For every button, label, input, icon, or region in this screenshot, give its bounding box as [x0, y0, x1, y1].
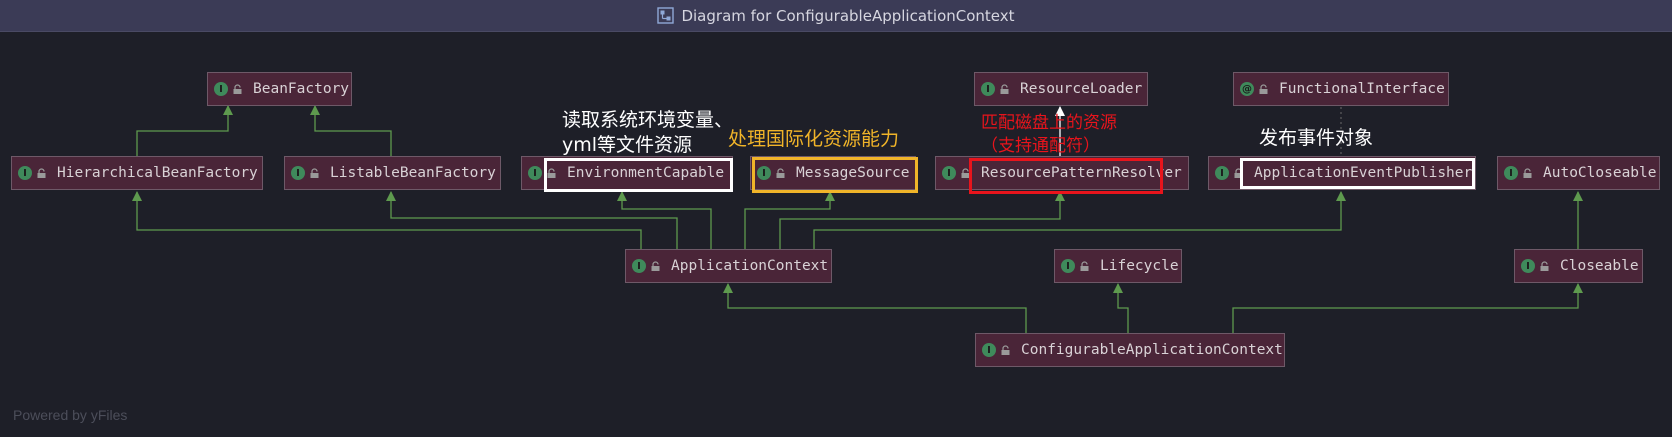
interface-badge-icon: I — [528, 166, 542, 180]
node-label: Lifecycle — [1100, 258, 1179, 274]
annotation-message-source: 处理国际化资源能力 — [728, 128, 900, 150]
interface-badge-icon: I — [18, 166, 32, 180]
edge-appcontext-to-eventpublisher — [813, 191, 1346, 250]
node-label: ListableBeanFactory — [330, 165, 496, 181]
window-title: Diagram for ConfigurableApplicationConte… — [681, 6, 1015, 25]
annotation-environment-line2: yml等文件资源 — [562, 134, 693, 156]
highlight-resource-pattern-resolver — [969, 158, 1163, 194]
node-label: EnvironmentCapable — [567, 165, 725, 181]
lock-icon — [1080, 260, 1089, 271]
edge-appcontext-to-environment — [617, 191, 712, 250]
edge-configurable-to-closeable — [1232, 283, 1583, 334]
highlight-message-source — [752, 157, 918, 193]
node-label: FunctionalInterface — [1279, 81, 1445, 97]
lock-icon — [547, 167, 556, 178]
highlight-environment-capable — [544, 158, 733, 192]
annotation-resource-line2: （支持通配符） — [981, 136, 1100, 156]
node-application-event-publisher[interactable]: I ApplicationEventPublisher — [1208, 156, 1476, 190]
annotation-event-publisher: 发布事件对象 — [1259, 127, 1374, 149]
edge-configurable-to-lifecycle — [1113, 283, 1129, 334]
diagram-icon — [657, 7, 675, 24]
edge-appcontext-to-listable — [386, 191, 678, 250]
node-environment-capable[interactable]: I EnvironmentCapable — [521, 156, 733, 190]
lock-icon — [961, 167, 970, 178]
node-configurable-application-context[interactable]: I ConfigurableApplicationContext — [975, 333, 1285, 367]
node-auto-closeable[interactable]: I AutoCloseable — [1497, 156, 1660, 190]
node-closeable[interactable]: I Closeable — [1514, 249, 1643, 283]
node-listable-bean-factory[interactable]: I ListableBeanFactory — [284, 156, 501, 190]
node-lifecycle[interactable]: I Lifecycle — [1054, 249, 1182, 283]
node-hierarchical-bean-factory[interactable]: I HierarchicalBeanFactory — [11, 156, 263, 190]
interface-badge-icon: I — [982, 343, 996, 357]
node-label: ResourcePatternResolver — [981, 165, 1182, 181]
node-bean-factory[interactable]: I BeanFactory — [207, 72, 352, 106]
interface-badge-icon: I — [214, 82, 228, 96]
node-resource-pattern-resolver[interactable]: I ResourcePatternResolver — [935, 156, 1189, 190]
node-message-source[interactable]: I MessageSource — [750, 156, 916, 190]
lock-icon — [651, 260, 660, 271]
interface-badge-icon: I — [1521, 259, 1535, 273]
node-label: ResourceLoader — [1020, 81, 1143, 97]
annotation-resource: 匹配磁盘上的资源 （支持通配符） — [981, 112, 1117, 158]
lock-icon — [37, 167, 46, 178]
node-label: BeanFactory — [253, 81, 350, 97]
lock-icon — [1001, 344, 1010, 355]
lock-icon — [1540, 260, 1549, 271]
interface-badge-icon: I — [291, 166, 305, 180]
node-label: ConfigurableApplicationContext — [1021, 342, 1283, 358]
window-title-bar: Diagram for ConfigurableApplicationConte… — [0, 0, 1672, 32]
edge-appcontext-to-messagesource — [744, 191, 835, 250]
interface-badge-icon: I — [981, 82, 995, 96]
edge-configurable-to-appcontext — [723, 283, 1027, 334]
node-label: AutoCloseable — [1543, 165, 1657, 181]
watermark: Powered by yFiles — [13, 407, 128, 423]
annotation-environment-line1: 读取系统环境变量、 — [562, 109, 734, 131]
interface-badge-icon: I — [757, 166, 771, 180]
node-label: MessageSource — [796, 165, 910, 181]
annotation-badge-icon: @ — [1240, 82, 1254, 96]
edge-listable-to-beanfactory — [310, 105, 392, 157]
inheritance-edges — [132, 105, 1583, 334]
node-label: HierarchicalBeanFactory — [57, 165, 258, 181]
node-resource-loader[interactable]: I ResourceLoader — [974, 72, 1148, 106]
diagram-canvas[interactable]: I BeanFactory I ResourceLoader @ Functio… — [0, 32, 1672, 437]
highlight-application-event-publisher — [1240, 158, 1475, 189]
interface-badge-icon: I — [1215, 166, 1229, 180]
edge-appcontext-to-resourcepattern — [779, 191, 1065, 250]
interface-badge-icon: I — [632, 259, 646, 273]
lock-icon — [1523, 167, 1532, 178]
node-application-context[interactable]: I ApplicationContext — [625, 249, 832, 283]
lock-icon — [776, 167, 785, 178]
edge-hierarchical-to-beanfactory — [136, 105, 233, 157]
lock-icon — [233, 83, 242, 94]
node-label: ApplicationContext — [671, 258, 829, 274]
interface-badge-icon: I — [1061, 259, 1075, 273]
lock-icon — [1000, 83, 1009, 94]
node-label: ApplicationEventPublisher — [1254, 165, 1473, 181]
node-label: Closeable — [1560, 258, 1639, 274]
interface-badge-icon: I — [1504, 166, 1518, 180]
interface-badge-icon: I — [942, 166, 956, 180]
annotation-environment: 读取系统环境变量、 yml等文件资源 — [562, 108, 733, 158]
lock-icon — [310, 167, 319, 178]
annotation-resource-line1: 匹配磁盘上的资源 — [981, 113, 1117, 133]
lock-icon — [1259, 83, 1268, 94]
edge-appcontext-to-hierarchical — [132, 191, 642, 250]
node-functional-interface[interactable]: @ FunctionalInterface — [1233, 72, 1449, 106]
